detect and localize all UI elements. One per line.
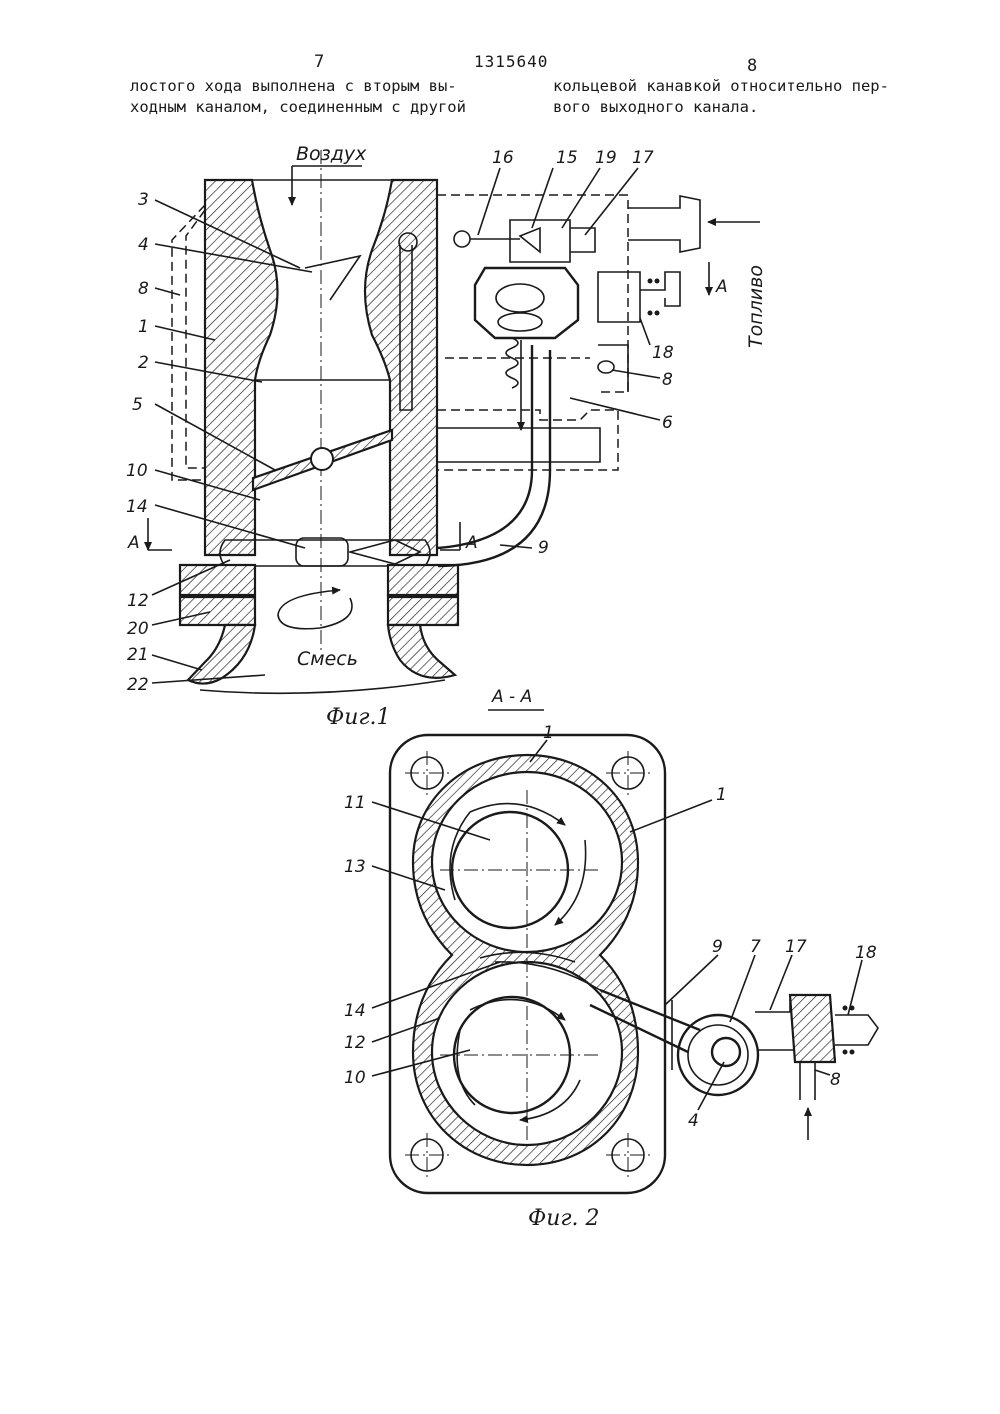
body-section — [413, 755, 638, 1165]
flange-upper — [180, 565, 255, 595]
label-3: 3 — [138, 190, 149, 210]
section-title: А - А — [491, 687, 532, 707]
label-7: 7 — [750, 937, 761, 957]
label-18: 18 — [855, 943, 877, 963]
section-a-left: А — [127, 533, 140, 553]
label-13: 13 — [344, 857, 366, 877]
label-17: 17 — [632, 148, 654, 168]
fitting-inner — [712, 1038, 740, 1066]
label-8: 8 — [830, 1070, 841, 1090]
fuel-pipe — [438, 345, 532, 548]
flange-lower — [180, 597, 255, 625]
figure-1: Воздух Смесь — [126, 143, 767, 730]
fuel-label: Топливо — [745, 265, 767, 348]
label-10: 10 — [344, 1068, 366, 1088]
atomizer-nozzle — [305, 256, 360, 300]
float-housing — [475, 268, 578, 338]
label-8b: 8 — [662, 370, 673, 390]
label-4: 4 — [688, 1111, 699, 1131]
label-17: 17 — [785, 937, 807, 957]
label-9: 9 — [712, 937, 723, 957]
spring — [506, 338, 518, 388]
label-1-right: 1 — [716, 785, 727, 805]
label-22: 22 — [127, 675, 149, 695]
label-12: 12 — [344, 1033, 366, 1053]
section-a-right: А — [715, 277, 728, 297]
screw-block — [790, 995, 835, 1062]
label-12: 12 — [127, 591, 149, 611]
fitting-outer — [678, 1015, 758, 1095]
figure-2: А - А — [344, 687, 878, 1231]
left-wall — [205, 180, 278, 555]
label-11: 11 — [344, 793, 366, 813]
label-16: 16 — [492, 148, 514, 168]
dashed-housing-left — [172, 205, 205, 480]
fig2-caption: Фиг. 2 — [528, 1206, 600, 1231]
label-18: 18 — [652, 343, 674, 363]
manifold-left — [188, 625, 255, 684]
fig1-caption: Фиг.1 — [326, 705, 391, 730]
label-9: 9 — [538, 538, 549, 558]
section-a-bottom: А — [465, 533, 478, 553]
flange-lower-r — [388, 597, 458, 625]
label-1: 1 — [138, 317, 149, 337]
label-2: 2 — [138, 353, 149, 373]
label-21: 21 — [127, 645, 149, 665]
manifold-right — [388, 625, 455, 678]
label-19: 19 — [595, 148, 617, 168]
flange-upper-r — [388, 565, 458, 595]
fuel-inlet-fitting — [628, 196, 700, 252]
label-14: 14 — [344, 1001, 366, 1021]
label-1-top: 1 — [543, 723, 554, 743]
label-15: 15 — [556, 148, 578, 168]
label-14: 14 — [126, 497, 148, 517]
label-8: 8 — [138, 279, 149, 299]
label-6: 6 — [662, 413, 673, 433]
adjust-screw-housing — [598, 272, 640, 322]
label-5: 5 — [132, 395, 143, 415]
mix-label: Смесь — [297, 648, 358, 670]
air-label: Воздух — [296, 143, 367, 165]
label-4: 4 — [138, 235, 149, 255]
label-10: 10 — [126, 461, 148, 481]
label-20: 20 — [127, 619, 149, 639]
